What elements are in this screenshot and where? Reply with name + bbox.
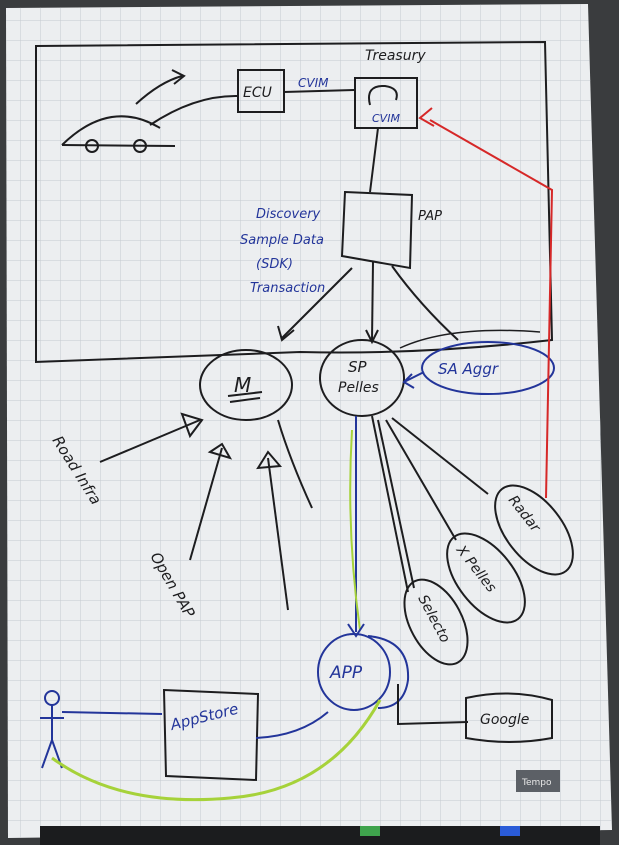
sa-aggr-arrow <box>402 371 425 389</box>
app-node <box>317 633 391 711</box>
ecu-label: ECU <box>243 85 272 101</box>
brand-label: Tempo <box>521 778 552 788</box>
radar-node <box>494 484 574 576</box>
sa-aggr-label: SA Aggr <box>438 360 499 378</box>
sp-pelles-node <box>319 339 405 417</box>
treasury-label: Treasury <box>365 48 426 64</box>
brand-sticker <box>516 770 560 792</box>
m-node <box>199 349 293 421</box>
sp-pelles-spokes <box>371 415 489 593</box>
ecu-treasury-link <box>283 89 355 93</box>
sp-pelles-line-1: SP <box>348 358 368 376</box>
google-label: Google <box>480 712 529 728</box>
system-boundary <box>35 40 554 364</box>
x-pelles-node <box>446 532 526 624</box>
m-node-label: M <box>234 373 251 397</box>
treasury-box <box>354 77 418 129</box>
app-store-app-link <box>255 711 329 739</box>
sa-aggr-top-link <box>399 329 541 349</box>
cvim-box-label: CVIM <box>372 112 400 125</box>
treasury-loop <box>368 84 398 106</box>
selecto-node <box>403 578 469 666</box>
app-store-box <box>162 688 260 782</box>
note-line-1: Discovery <box>256 207 321 222</box>
note-line-2: Sample Data <box>240 233 324 248</box>
pap-box <box>340 190 414 270</box>
treasury-pap-link <box>369 127 379 193</box>
m-node-marks <box>227 391 263 403</box>
google-box <box>465 692 553 743</box>
sp-pelles-line-2: Pelles <box>338 380 379 396</box>
sp-app-link-green <box>349 429 361 631</box>
m-node-inputs <box>99 412 313 611</box>
radar-treasury-arrowhead <box>418 107 435 127</box>
car-icon <box>61 69 239 153</box>
app-label: APP <box>329 663 363 683</box>
app-node-back <box>367 635 410 709</box>
note-line-4: Transaction <box>250 281 325 296</box>
app-arrowhead <box>347 623 365 638</box>
app-google-link <box>397 684 469 726</box>
paper-grid <box>6 4 612 838</box>
marker-green-cap <box>360 826 380 836</box>
user-app-green-link <box>51 699 382 802</box>
note-line-3: (SDK) <box>256 257 293 272</box>
radar-treasury-link <box>429 119 554 499</box>
sa-aggr-node <box>421 341 555 395</box>
user-icon <box>40 690 64 769</box>
cvim-link-label: CVIM <box>298 76 329 90</box>
marker-tray <box>40 826 600 845</box>
marker-blue-cap <box>500 826 520 836</box>
pap-note: Discovery Sample Data (SDK) Transaction <box>240 207 325 296</box>
pap-label: PAP <box>418 209 442 224</box>
user-appstore-link <box>61 711 163 715</box>
